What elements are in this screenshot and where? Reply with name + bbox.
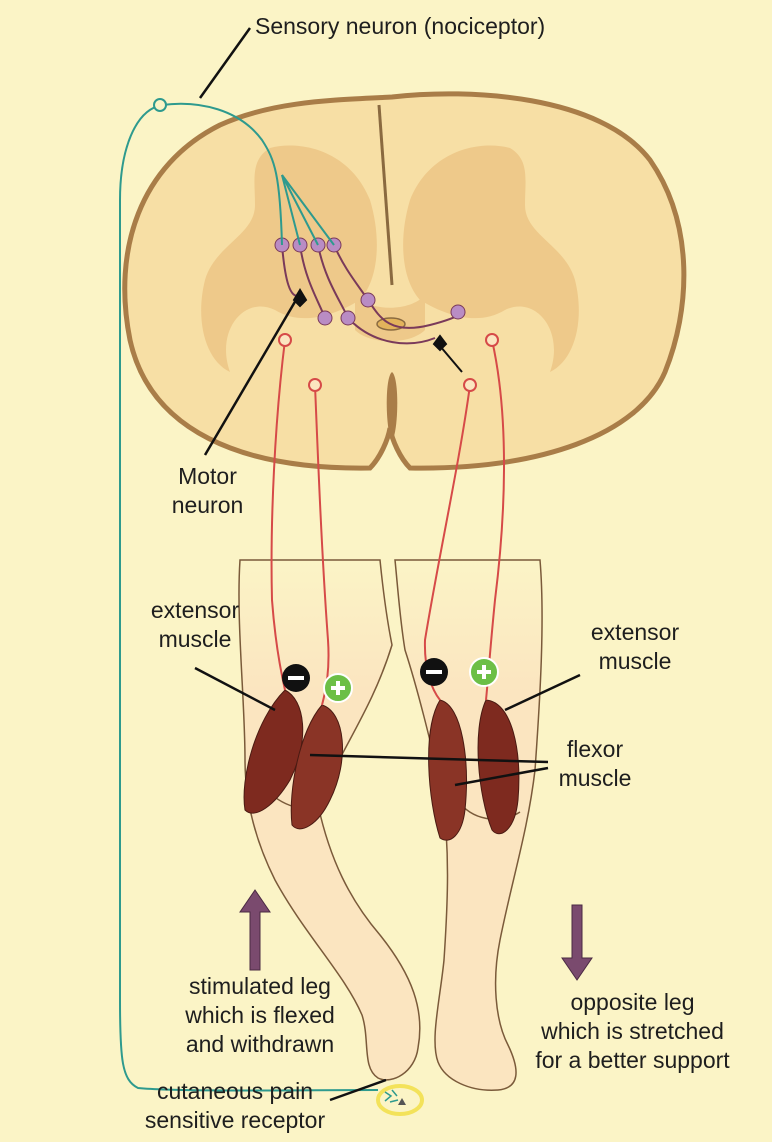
label-opposite-leg: opposite leg which is stretched for a be… — [500, 988, 765, 1075]
interneuron-6 — [341, 311, 355, 325]
label-motor-neuron-line2: neuron — [160, 491, 255, 520]
motor-neuron-body-left — [279, 334, 291, 346]
label-extensor-left-line2: muscle — [130, 625, 260, 654]
label-extensor-left-line1: extensor — [130, 596, 260, 625]
label-flexor-line2: muscle — [540, 764, 650, 793]
label-extensor-left: extensor muscle — [130, 596, 260, 654]
interneuron-8 — [451, 305, 465, 319]
interneuron-7 — [361, 293, 375, 307]
label-flexor-line1: flexor — [540, 735, 650, 764]
label-opposite-line3: for a better support — [500, 1046, 765, 1075]
label-sensory-neuron: Sensory neuron (nociceptor) — [255, 12, 545, 41]
label-stimulated-leg: stimulated leg which is flexed and withd… — [160, 972, 360, 1059]
label-opposite-line1: opposite leg — [500, 988, 765, 1017]
spinal-cord-section — [125, 94, 684, 468]
sensory-neuron-cell-body — [154, 99, 166, 111]
label-motor-neuron: Motor neuron — [160, 462, 255, 520]
label-receptor: cutaneous pain sensitive receptor — [120, 1077, 350, 1135]
label-stimulated-line1: stimulated leg — [160, 972, 360, 1001]
label-extensor-right: extensor muscle — [570, 618, 700, 676]
motor-neuron-body-right — [464, 379, 476, 391]
label-opposite-line2: which is stretched — [500, 1017, 765, 1046]
label-receptor-line2: sensitive receptor — [120, 1106, 350, 1135]
motor-neuron-body-right-2 — [486, 334, 498, 346]
motor-neuron-body-left-2 — [309, 379, 321, 391]
label-stimulated-line3: and withdrawn — [160, 1030, 360, 1059]
label-motor-neuron-line1: Motor — [160, 462, 255, 491]
label-stimulated-line2: which is flexed — [160, 1001, 360, 1030]
label-flexor: flexor muscle — [540, 735, 650, 793]
label-extensor-right-line1: extensor — [570, 618, 700, 647]
interneuron-5 — [318, 311, 332, 325]
label-extensor-right-line2: muscle — [570, 647, 700, 676]
label-receptor-line1: cutaneous pain — [120, 1077, 350, 1106]
